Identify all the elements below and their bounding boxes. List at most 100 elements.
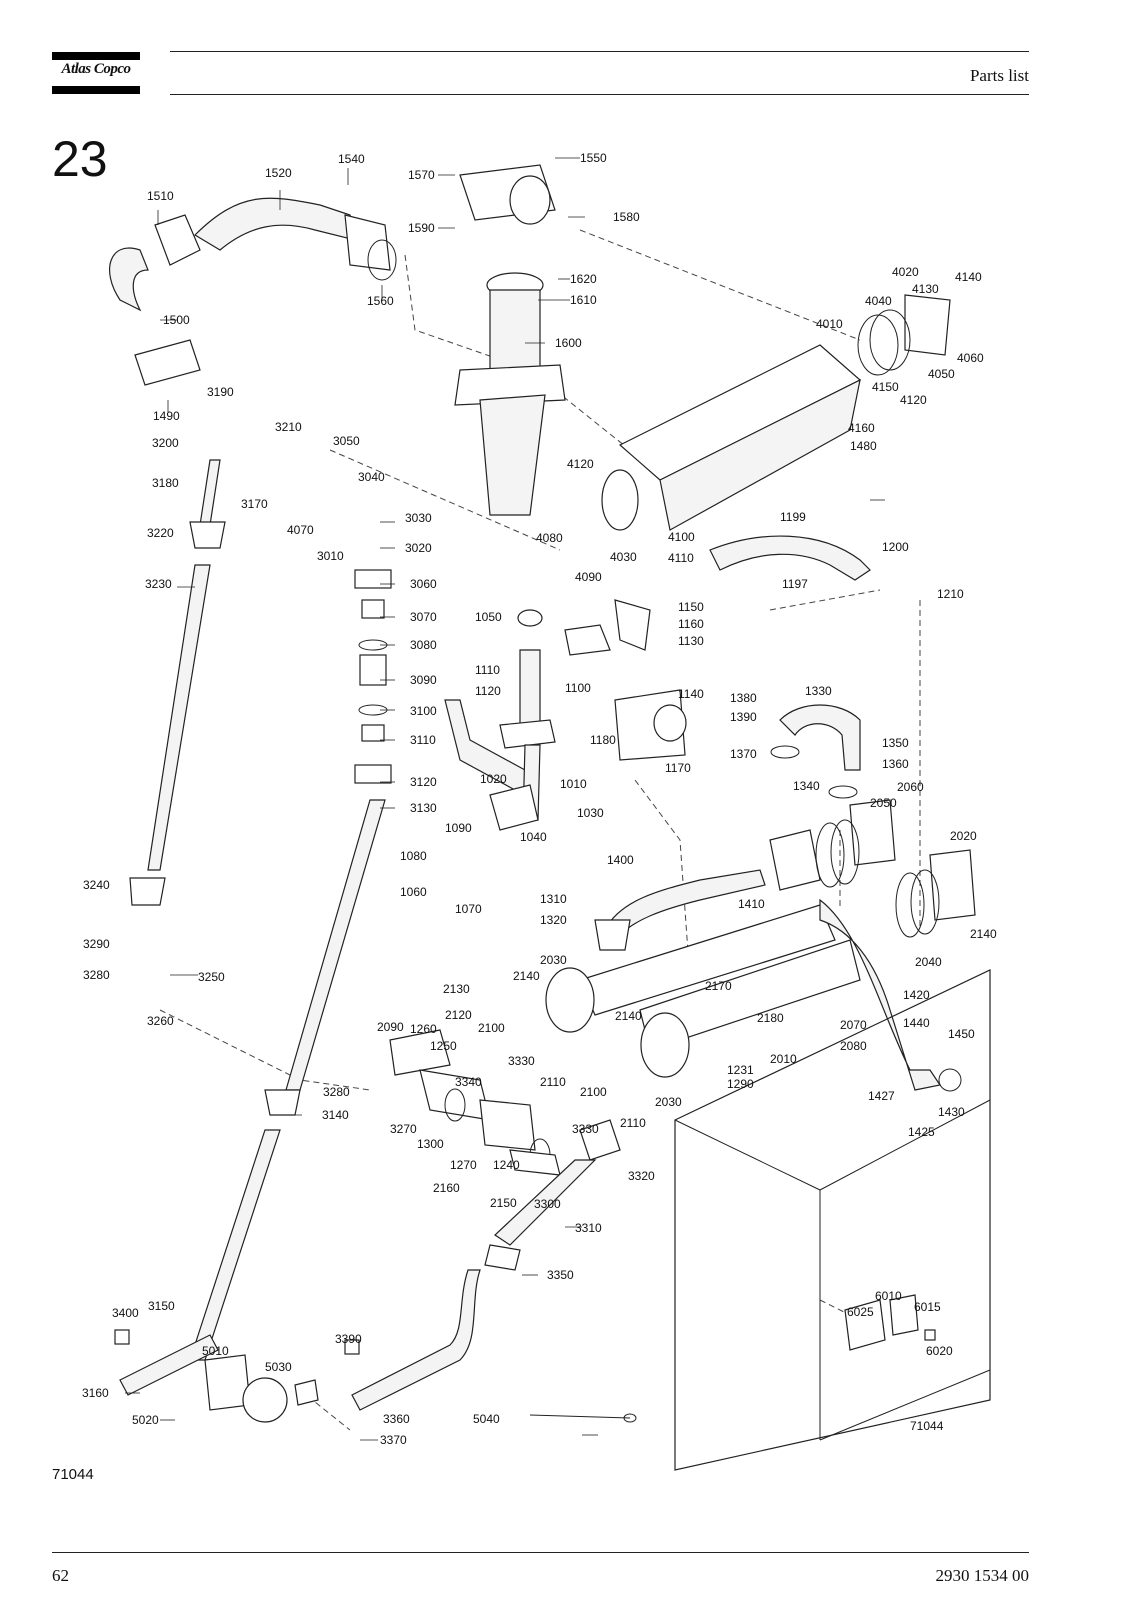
callout: 3060: [410, 577, 437, 591]
callout: 3350: [547, 1268, 574, 1282]
bypass-assembly: [351, 1029, 621, 1411]
drawing-id: 71044: [52, 1466, 94, 1483]
callout: 1600: [555, 336, 582, 350]
callout: 1427: [868, 1089, 895, 1103]
callout: 3200: [152, 436, 179, 450]
callout: 3130: [410, 801, 437, 815]
callout: 1160: [678, 617, 704, 631]
callout: 3120: [410, 775, 437, 789]
callout: 3330: [572, 1122, 599, 1136]
callout: 2180: [757, 1011, 784, 1025]
callout: 1210: [937, 587, 964, 601]
callout: 1100: [565, 681, 591, 695]
callout: 3390: [335, 1332, 362, 1346]
callout: 3110: [410, 733, 436, 747]
upper-left-pipe-group: [109, 197, 397, 386]
callout: 1570: [408, 168, 435, 182]
callout: 6025: [847, 1305, 874, 1319]
callout: 3210: [275, 420, 302, 434]
callout: 3220: [147, 526, 174, 540]
intercooler-right: [601, 294, 951, 531]
callout: 1310: [540, 892, 567, 906]
callout: 1610: [570, 293, 597, 307]
callout: 3240: [83, 878, 110, 892]
callout: 1360: [882, 757, 909, 771]
callout: 4010: [816, 317, 843, 331]
callout: 1150: [678, 600, 704, 614]
callout: 1020: [480, 772, 507, 786]
callout: 1370: [730, 747, 757, 761]
callout: 1040: [520, 830, 547, 844]
callout: 1510: [147, 189, 174, 203]
callout: 1410: [738, 897, 765, 911]
callout: 2100: [478, 1021, 505, 1035]
callout: 1050: [475, 610, 502, 624]
callout: 1520: [265, 166, 292, 180]
callout: 5030: [265, 1360, 292, 1374]
callout: 4050: [928, 367, 955, 381]
callout: 3090: [410, 673, 437, 687]
callout: 2060: [897, 780, 924, 794]
callout: 1170: [665, 761, 691, 775]
callout: 2010: [770, 1052, 797, 1066]
callout: 3330: [508, 1054, 535, 1068]
callout: 2020: [950, 829, 977, 843]
callout: 3100: [410, 704, 437, 718]
section-title: Parts list: [969, 66, 1029, 85]
callout: 1010: [560, 777, 587, 791]
left-long-pipes: [119, 459, 386, 1396]
coupling-stack: [354, 569, 392, 784]
callout: 3070: [410, 610, 437, 624]
callout: 1250: [430, 1039, 457, 1053]
callout: 3370: [380, 1433, 407, 1447]
callout: 1330: [805, 684, 832, 698]
callout: 3280: [83, 968, 110, 982]
figure-number: 23: [52, 131, 108, 187]
callout: 1390: [730, 710, 757, 724]
callout: 6015: [914, 1300, 941, 1314]
callout: 2030: [540, 953, 567, 967]
document-number: 2930 1534 00: [935, 1566, 1030, 1585]
exploded-parts-drawing: 1520 1540 1510 1570 1550 1590 1580 1560 …: [82, 151, 997, 1471]
callout: 3030: [405, 511, 432, 525]
callout-leaders: [125, 157, 885, 1441]
silencer-column: [454, 164, 566, 516]
right-elbow-1330: [770, 704, 861, 799]
callout: 1060: [400, 885, 427, 899]
callout: 4060: [957, 351, 984, 365]
callout: 3260: [147, 1014, 174, 1028]
callout: 2070: [840, 1018, 867, 1032]
callout: 5040: [473, 1412, 500, 1426]
page-number: 62: [52, 1566, 69, 1585]
callout: 2030: [655, 1095, 682, 1109]
callout: 5020: [132, 1413, 159, 1427]
footer-rule: [52, 1552, 1029, 1553]
callout: 3340: [455, 1075, 482, 1089]
callout: 1090: [445, 821, 472, 835]
callout: 2140: [615, 1009, 642, 1023]
callout: 3190: [207, 385, 234, 399]
center-pipework: [444, 535, 871, 831]
callout: 4150: [872, 380, 899, 394]
callout: 2130: [443, 982, 470, 996]
callout: 1550: [580, 151, 607, 165]
callout: 3020: [405, 541, 432, 555]
callout: 3180: [152, 476, 179, 490]
callout: 2050: [870, 796, 897, 810]
callout: 3250: [198, 970, 225, 984]
callout: 4070: [287, 523, 314, 537]
callout: 2110: [620, 1116, 646, 1130]
callout: 2090: [377, 1020, 404, 1034]
callout: 1440: [903, 1016, 930, 1030]
canopy-frame: [674, 969, 991, 1471]
drain-valve-parts: [114, 1329, 637, 1423]
callout: 1350: [882, 736, 909, 750]
callout: 3150: [148, 1299, 175, 1313]
callout: 1080: [400, 849, 427, 863]
callout: 4020: [892, 265, 919, 279]
callout: 1450: [948, 1027, 975, 1041]
callout: 1490: [153, 409, 180, 423]
callout: 4160: [848, 421, 875, 435]
callout: 1620: [570, 272, 597, 286]
callout: 1030: [577, 806, 604, 820]
